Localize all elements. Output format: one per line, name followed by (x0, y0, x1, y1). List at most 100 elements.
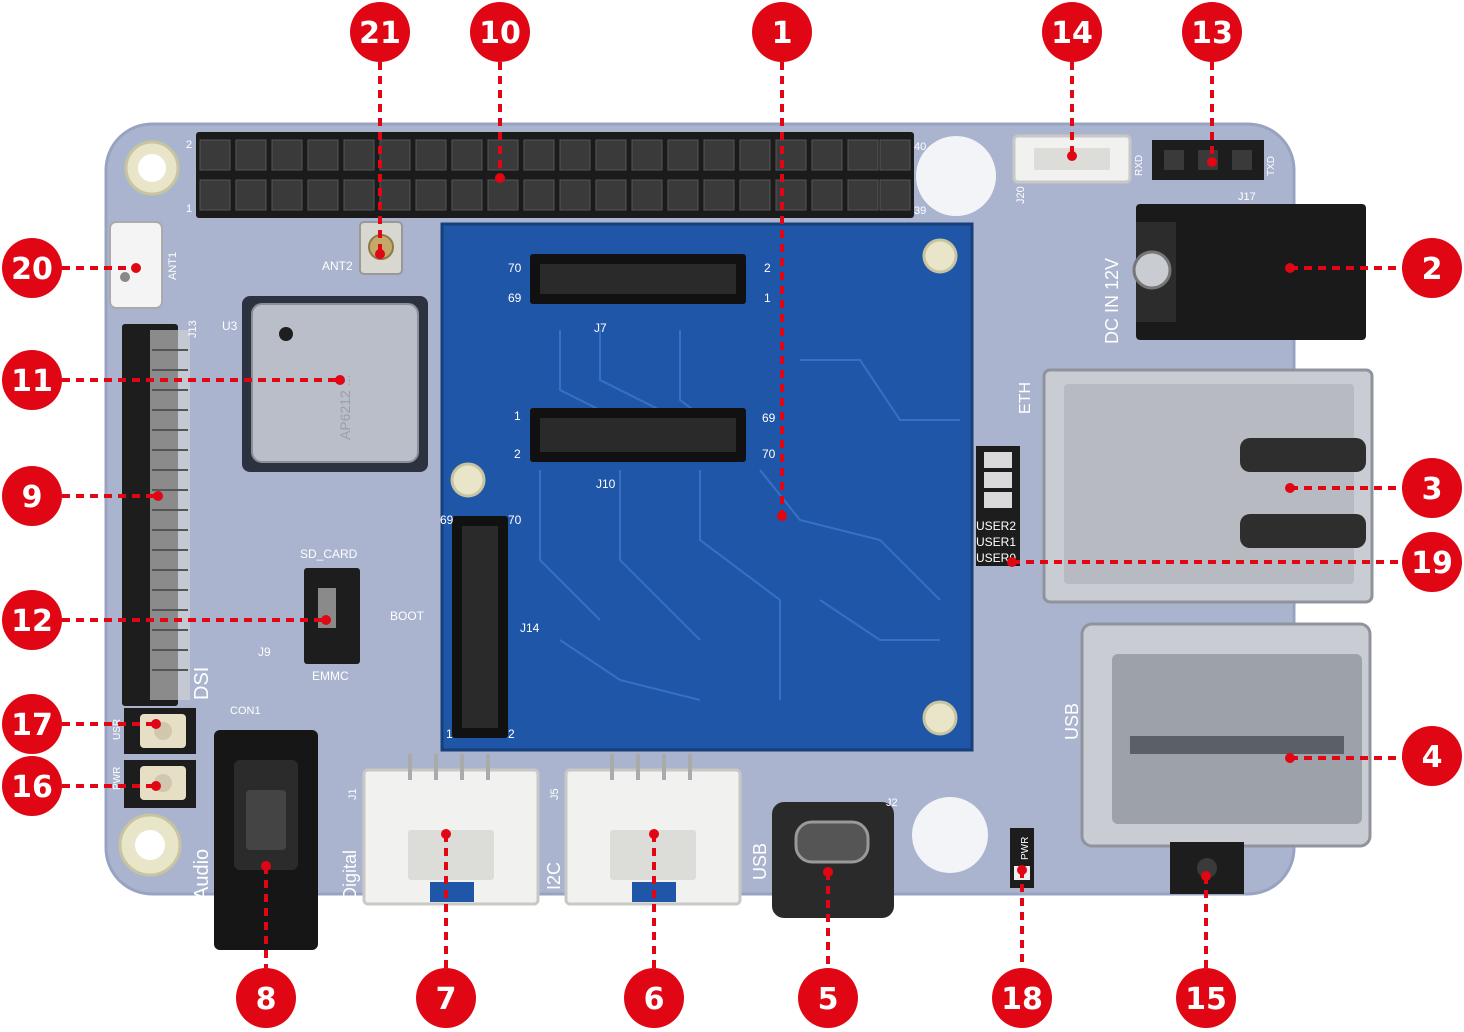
j10-label: J10 (596, 477, 616, 491)
callout-21: 21 (350, 2, 410, 62)
j14-pin-69: 69 (440, 513, 454, 527)
header-pin-40-label: 40 (914, 141, 926, 153)
callout-19: 19 (1402, 532, 1462, 592)
callout-9-number: 9 (22, 480, 43, 515)
callout-4-number: 4 (1422, 740, 1443, 775)
j7-pin-69: 69 (508, 291, 522, 305)
j14-pin-70: 70 (508, 513, 522, 527)
j10-pin-1: 1 (514, 409, 521, 423)
callout-11: 11 (2, 350, 62, 410)
u3-label: U3 (222, 319, 238, 333)
callout-2: 2 (1402, 238, 1462, 298)
j17-label: J17 (1238, 191, 1256, 203)
j10-pin-69: 69 (762, 411, 776, 425)
header-pin-2-label: 2 (186, 139, 192, 151)
txd-label: TXD (1266, 156, 1277, 176)
callout-10-number: 10 (479, 16, 521, 51)
pwr-button-label: PWR (112, 767, 123, 790)
callout-17-number: 17 (11, 708, 53, 743)
usb-c-port: USB J2 (750, 797, 898, 918)
callout-1: 1 (752, 2, 812, 62)
j7-label: J7 (594, 321, 607, 335)
pwr-led-label: PWR (1020, 837, 1031, 860)
callout-7-number: 7 (436, 982, 457, 1017)
boot-label: BOOT (390, 609, 425, 623)
usr-button: USR (112, 708, 196, 754)
i2c-label: I2C (544, 862, 564, 890)
digital-label: Digital (340, 850, 360, 900)
usr-label: USR (112, 719, 123, 740)
user0-label: USER0 (976, 551, 1016, 565)
j7-pin-2: 2 (764, 261, 771, 275)
callout-14: 14 (1042, 2, 1102, 62)
dc-jack: DC IN 12V (1102, 204, 1366, 344)
dsi-label: DSI (191, 667, 213, 700)
dsi-connector: J13 DSI (122, 320, 213, 706)
callout-16: 16 (2, 756, 62, 816)
callout-13-number: 13 (1191, 16, 1233, 51)
header-pin-39-label: 39 (914, 205, 926, 217)
j20-label: J20 (1015, 186, 1027, 204)
callout-3-number: 3 (1422, 472, 1443, 507)
callout-20: 20 (2, 238, 62, 298)
user-leds: USER2 USER1 USER0 (976, 446, 1020, 566)
j1-label: J1 (347, 788, 359, 800)
callout-8-number: 8 (256, 982, 277, 1017)
core-module (440, 222, 974, 752)
digital-connector-j1: J1 Digital (340, 754, 540, 906)
callout-11-number: 11 (11, 364, 53, 399)
callout-12-number: 12 (11, 604, 53, 639)
header-pin-1-label: 1 (186, 203, 192, 215)
callout-19-number: 19 (1411, 546, 1453, 581)
callout-13: 13 (1182, 2, 1242, 62)
ant1-label: ANT1 (167, 252, 179, 280)
callout-15-number: 15 (1185, 982, 1227, 1017)
j7-connector: 70 69 2 1 J7 (508, 254, 771, 335)
callout-15: 15 (1176, 968, 1236, 1028)
sd-card-label: SD_CARD (300, 547, 358, 561)
callout-2-number: 2 (1422, 252, 1443, 287)
callout-6-number: 6 (644, 982, 665, 1017)
callout-16-number: 16 (11, 770, 53, 805)
j2-label: J2 (886, 797, 898, 809)
j7-pin-1: 1 (764, 291, 771, 305)
callout-5: 5 (798, 968, 858, 1028)
rxd-label: RXD (1134, 155, 1145, 176)
callout-18-number: 18 (1001, 982, 1043, 1017)
j7-pin-70: 70 (508, 261, 522, 275)
callout-21-number: 21 (359, 16, 401, 51)
callout-9: 9 (2, 466, 62, 526)
callout-5-number: 5 (818, 982, 839, 1017)
usb-a-port: USB (1062, 622, 1372, 848)
j5-label: J5 (549, 788, 561, 800)
dc-in-label: DC IN 12V (1102, 258, 1122, 344)
wifi-module-marking: AP6212 ... (337, 375, 353, 440)
callout-10: 10 (470, 2, 530, 62)
j13-label: J13 (187, 320, 199, 338)
j14-connector: 69 70 1 2 J14 (440, 513, 540, 741)
j10-connector: 1 2 69 70 J10 (514, 408, 776, 491)
j14-pin-2: 2 (508, 727, 515, 741)
user1-label: USER1 (976, 535, 1016, 549)
con1-label: CON1 (230, 705, 261, 717)
j9-label: J9 (258, 645, 271, 659)
callout-12: 12 (2, 590, 62, 650)
callout-7: 7 (416, 968, 476, 1028)
ant2-label: ANT2 (322, 259, 353, 273)
j10-pin-70: 70 (762, 447, 776, 461)
recovery-button (1170, 842, 1244, 894)
callout-3: 3 (1402, 458, 1462, 518)
callout-14-number: 14 (1051, 16, 1093, 51)
ethernet-port: ETH (1017, 368, 1374, 604)
pwr-led: PWR (1010, 828, 1034, 888)
audio-label: Audio (191, 849, 213, 900)
uart-header: RXD TXD J17 (1134, 140, 1277, 203)
j10-pin-2: 2 (514, 447, 521, 461)
callout-4: 4 (1402, 726, 1462, 786)
gpio-header-40pin: 2 1 40 39 (186, 132, 926, 218)
usb-a-label: USB (1062, 703, 1082, 740)
leader-dots (131, 151, 1295, 881)
emmc-label: EMMC (312, 669, 349, 683)
leader-lines (62, 62, 1404, 968)
